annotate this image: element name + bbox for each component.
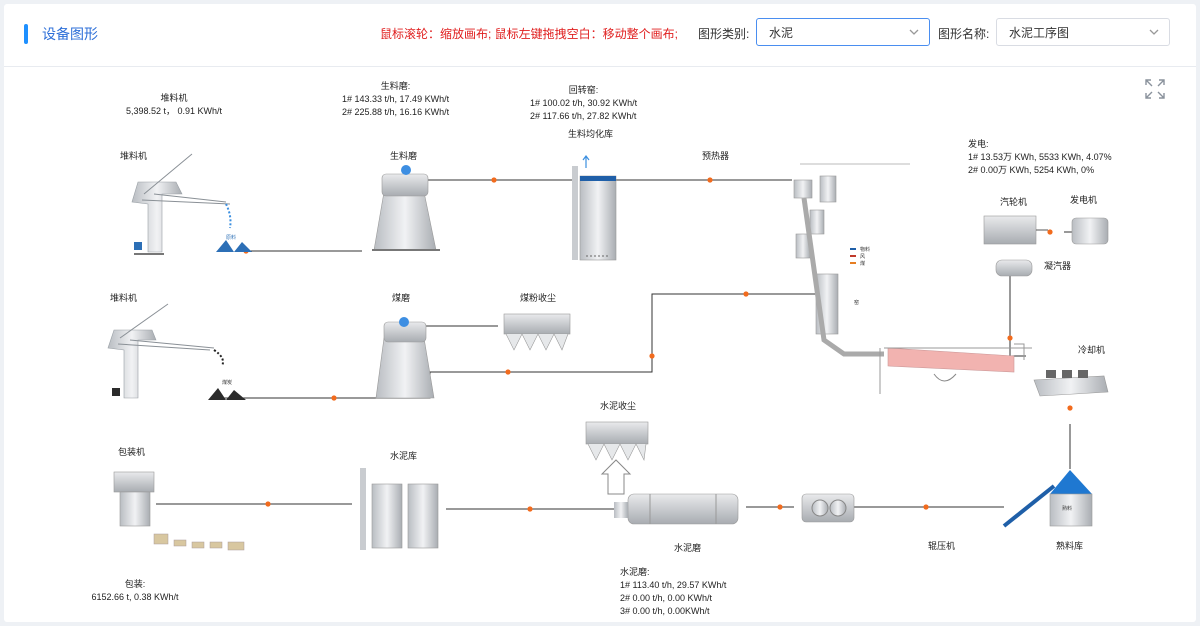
stacker-mid-machine[interactable] bbox=[107, 303, 246, 400]
coal-tag: 煤炭 bbox=[222, 379, 232, 386]
name-select[interactable]: 水泥工序图 bbox=[996, 18, 1170, 46]
packing-stat: 包装:6152.66 t, 0.38 KWh/t bbox=[91, 579, 179, 602]
name-select-value: 水泥工序图 bbox=[1009, 26, 1070, 40]
power-generation-stat: 发电: 1# 13.53万 KWh, 5533 KWh, 4.07%2# 0.0… bbox=[968, 139, 1112, 175]
fullscreen-icon[interactable] bbox=[1144, 78, 1166, 100]
chevron-down-icon bbox=[1149, 29, 1159, 35]
name-label: 图形名称: bbox=[938, 27, 990, 41]
coal-mill-machine[interactable] bbox=[375, 317, 435, 399]
category-select-value: 水泥 bbox=[769, 26, 794, 40]
kiln-tag: 窑 bbox=[854, 299, 859, 306]
stacker-top-label: 堆料机 bbox=[120, 151, 148, 161]
equipment-graph-panel: 设备图形 鼠标滚轮：缩放画布; 鼠标左键拖拽空白：移动整个画布; 图形类别: 水… bbox=[4, 4, 1196, 622]
canvas-usage-hint: 鼠标滚轮：缩放画布; 鼠标左键拖拽空白：移动整个画布; bbox=[380, 27, 679, 41]
preheater-label: 预热器 bbox=[702, 151, 730, 161]
chevron-down-icon bbox=[909, 29, 919, 35]
raw-material-tag: 原料 bbox=[226, 234, 236, 241]
preheater-legend: 物料 风 煤 bbox=[850, 246, 870, 267]
rotary-kiln-machine[interactable] bbox=[879, 343, 1032, 394]
turbine-label: 汽轮机 bbox=[1000, 197, 1028, 207]
cement-dust-collector-machine[interactable] bbox=[585, 421, 649, 495]
condenser-machine[interactable] bbox=[995, 259, 1033, 277]
preheater-tower[interactable] bbox=[793, 163, 910, 357]
roller-press-machine[interactable] bbox=[801, 493, 855, 523]
cooler-label: 冷却机 bbox=[1078, 345, 1106, 355]
coal-dust-collector-machine[interactable] bbox=[503, 313, 571, 351]
flow-nodes bbox=[243, 177, 1073, 512]
cement-dust-label: 水泥收尘 bbox=[600, 401, 637, 411]
process-diagram-canvas[interactable]: 物料 风 煤 bbox=[4, 68, 1196, 622]
cement-silo-label: 水泥库 bbox=[390, 451, 418, 461]
generator-label: 发电机 bbox=[1070, 195, 1098, 205]
condenser-label: 凝汽器 bbox=[1044, 261, 1072, 271]
clinker-tag: 熟料 bbox=[1062, 505, 1072, 512]
cement-silo-machine[interactable] bbox=[360, 468, 439, 550]
svg-text:物料: 物料 bbox=[860, 246, 870, 253]
title-accent-bar bbox=[24, 24, 28, 44]
raw-mill-label: 生料磨 bbox=[390, 151, 418, 161]
coal-mill-label: 煤磨 bbox=[392, 293, 411, 303]
stacker-mid-label: 堆料机 bbox=[110, 293, 138, 303]
roller-press-label: 辊压机 bbox=[928, 541, 956, 551]
steam-turbine-machine[interactable] bbox=[983, 215, 1048, 245]
cement-mill-label: 水泥磨 bbox=[674, 543, 702, 553]
page-title: 设备图形 bbox=[42, 26, 98, 42]
clinker-silo-machine[interactable] bbox=[1002, 470, 1093, 528]
raw-mill-machine[interactable] bbox=[372, 165, 440, 251]
stacker-top-machine[interactable] bbox=[131, 153, 252, 255]
packing-machine[interactable] bbox=[113, 471, 245, 551]
homogenizing-silo-machine[interactable] bbox=[572, 155, 617, 261]
generator-machine[interactable] bbox=[1071, 217, 1109, 245]
homogenizing-silo-label: 生料均化库 bbox=[568, 129, 614, 139]
packer-label: 包装机 bbox=[118, 447, 146, 457]
panel-header: 设备图形 鼠标滚轮：缩放画布; 鼠标左键拖拽空白：移动整个画布; 图形类别: 水… bbox=[4, 4, 1196, 67]
clinker-silo-label: 熟料库 bbox=[1056, 541, 1084, 551]
cooler-machine[interactable] bbox=[1033, 370, 1109, 397]
category-label: 图形类别: bbox=[698, 27, 750, 41]
cement-mill-machine[interactable] bbox=[614, 493, 739, 525]
svg-text:风: 风 bbox=[860, 254, 865, 260]
category-select[interactable]: 水泥 bbox=[756, 18, 930, 46]
svg-text:煤: 煤 bbox=[860, 260, 865, 267]
coal-dust-label: 煤粉收尘 bbox=[520, 293, 557, 303]
